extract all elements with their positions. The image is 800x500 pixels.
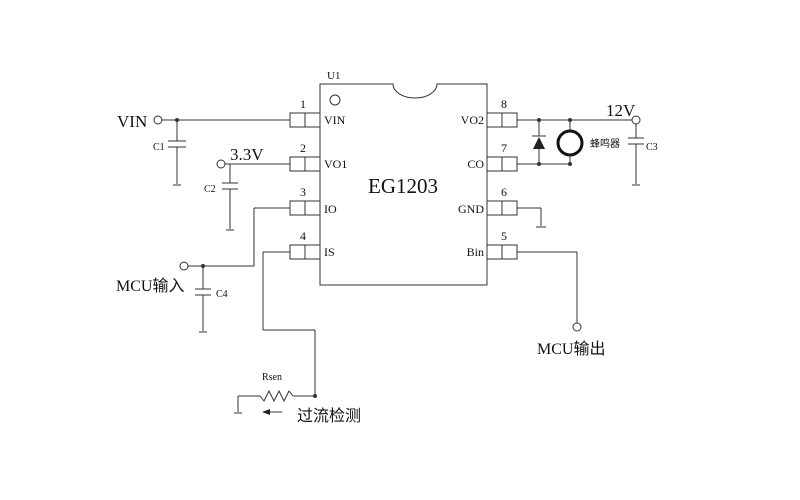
pin-5-number: 5 xyxy=(501,229,507,243)
vin-terminal xyxy=(153,115,163,125)
pin-3-name: IO xyxy=(324,202,337,216)
current-detect-label: 过流检测 xyxy=(297,407,361,425)
pin-1-number: 1 xyxy=(300,97,306,111)
vin-label: VIN xyxy=(117,112,147,131)
right-pins: 8 VO2 7 CO 6 GND 5 Bin xyxy=(458,97,518,260)
ic-ref-label: U1 xyxy=(327,70,340,82)
current-sense-net: Rsen 过流检测 xyxy=(234,251,361,425)
mcu-output-net: MCU输出 xyxy=(517,251,605,358)
mcu-output-label: MCU输出 xyxy=(537,340,605,358)
v33-net: 3.3V C2 xyxy=(204,145,290,231)
pin-8-number: 8 xyxy=(501,97,507,111)
ic-body xyxy=(319,83,488,286)
pin-5-name: Bin xyxy=(467,245,484,259)
ic-u1: U1 EG1203 xyxy=(319,70,488,286)
pin-2-number: 2 xyxy=(300,141,306,155)
pin-6-name: GND xyxy=(458,202,484,216)
v33-label: 3.3V xyxy=(230,145,264,164)
pin1-marker xyxy=(329,94,341,106)
pin-7-name: CO xyxy=(467,157,484,171)
pin-6-number: 6 xyxy=(501,185,507,199)
flyback-diode xyxy=(532,120,546,164)
v12-net: 12V 蜂鸣器 C3 xyxy=(517,101,658,186)
pin-4-name: IS xyxy=(324,245,335,259)
current-direction-arrow xyxy=(262,409,282,415)
c3-label: C3 xyxy=(646,142,658,153)
pin-8-name: VO2 xyxy=(461,113,484,127)
buzzer-label: 蜂鸣器 xyxy=(590,137,620,150)
ic-part-label: EG1203 xyxy=(368,174,438,198)
pin-7-number: 7 xyxy=(501,141,507,155)
v12-terminal xyxy=(631,115,641,125)
buzzer-symbol xyxy=(556,129,584,157)
mcu-input-net: C4 MCU输入 xyxy=(116,207,290,333)
left-pins: 1 VIN 2 VO1 3 IO 4 IS xyxy=(289,97,347,260)
v33-terminal xyxy=(216,159,226,169)
c2-label: C2 xyxy=(204,184,216,195)
rsen-resistor xyxy=(259,389,294,403)
vin-net: VIN C1 xyxy=(117,112,290,186)
mcu-input-terminal xyxy=(179,261,189,271)
pin-1-name: VIN xyxy=(324,113,346,127)
pin-4-number: 4 xyxy=(300,229,306,243)
mcu-output-terminal xyxy=(572,322,582,332)
pin-3-number: 3 xyxy=(300,185,306,199)
gnd-net xyxy=(517,207,546,228)
pin-2-name: VO1 xyxy=(324,157,347,171)
rsen-label: Rsen xyxy=(262,372,282,383)
v12-label: 12V xyxy=(606,101,636,120)
c4-label: C4 xyxy=(216,289,228,300)
mcu-input-label: MCU输入 xyxy=(116,277,184,295)
c1-label: C1 xyxy=(153,142,165,153)
buzzer: 蜂鸣器 xyxy=(556,120,620,164)
